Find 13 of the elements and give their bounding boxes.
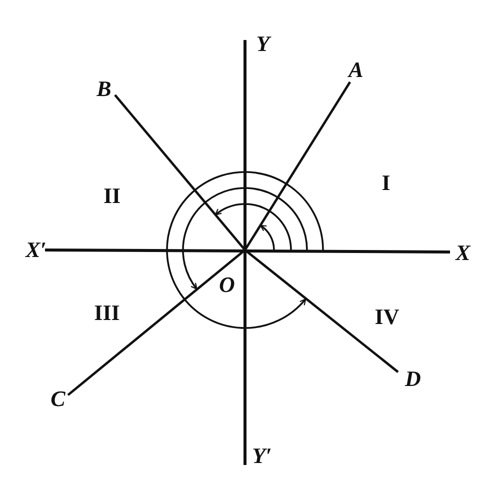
point-label: C (50, 388, 66, 410)
origin-label: O (219, 274, 235, 296)
quadrant-label: I (382, 172, 390, 194)
quadrant-label: II (103, 185, 121, 207)
axis-label: Y (256, 33, 270, 55)
point-label: A (348, 59, 364, 81)
point-label: B (96, 78, 112, 100)
quadrant-label: III (94, 302, 120, 324)
point-label: D (405, 368, 421, 390)
axis-label: Y′ (252, 445, 272, 467)
quadrant-label: IV (374, 306, 400, 328)
axis-label: X (456, 242, 470, 264)
axis-label: X′ (26, 239, 46, 261)
